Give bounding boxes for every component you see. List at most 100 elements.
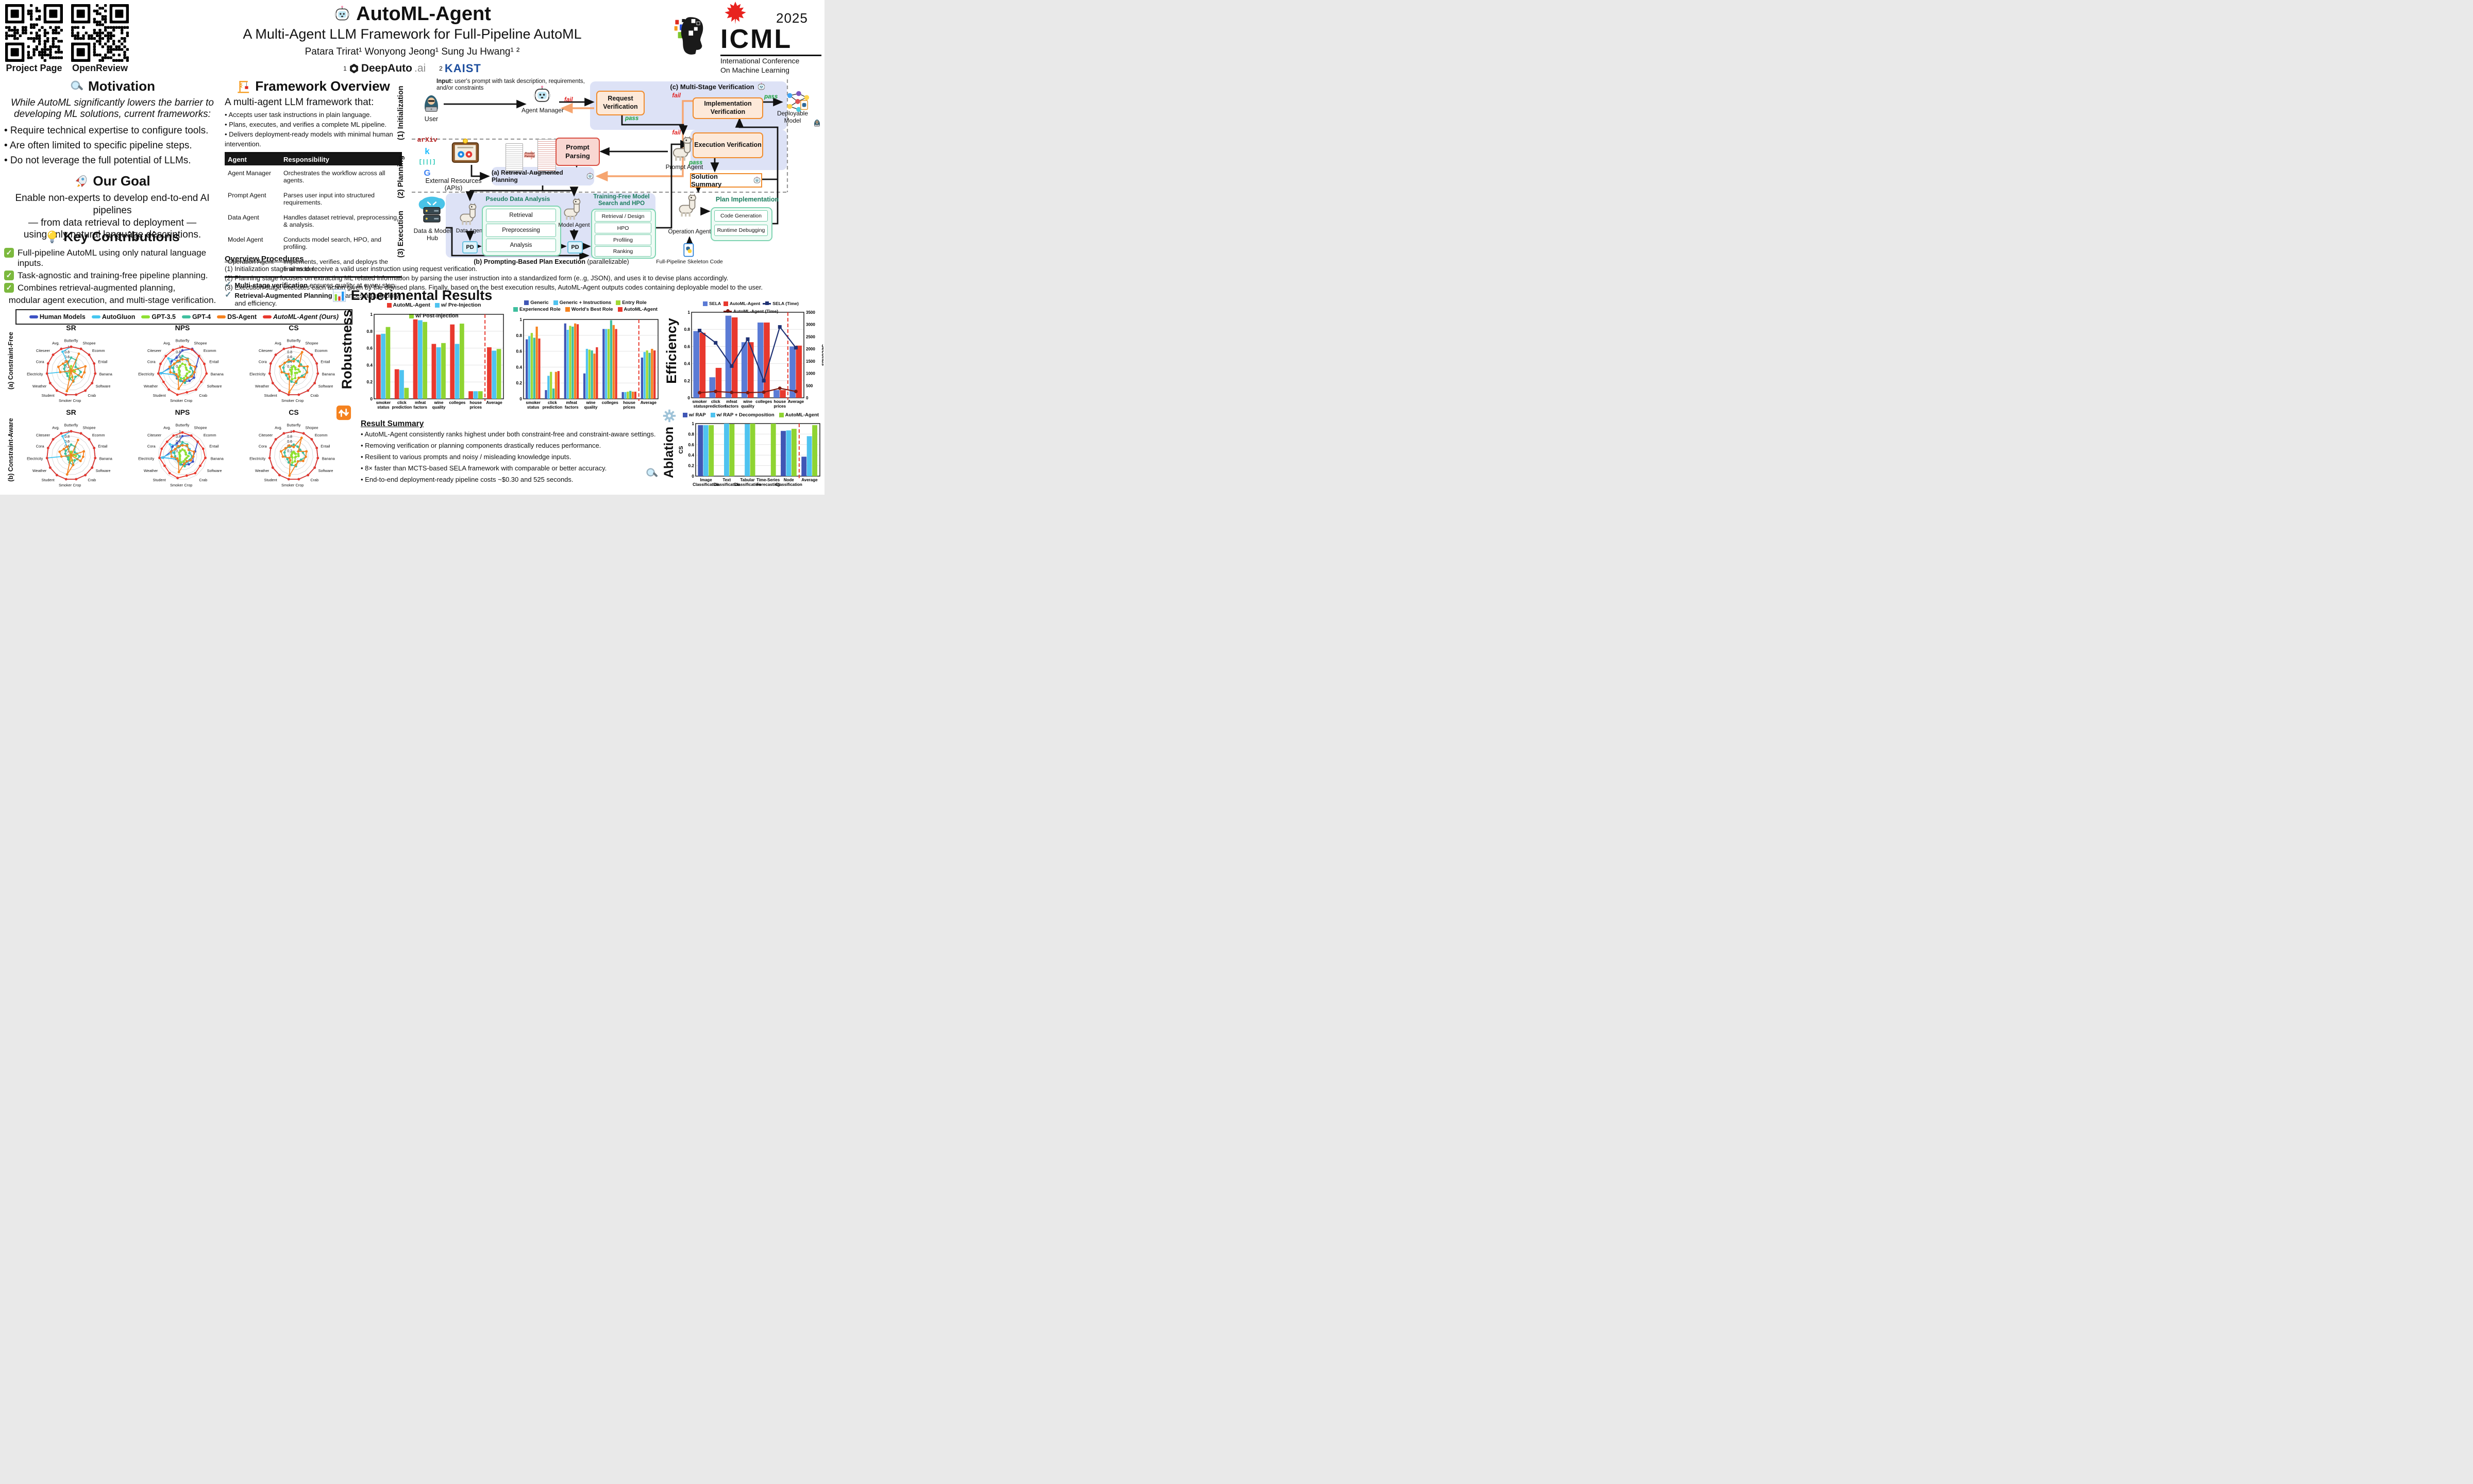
python-icon-svg	[683, 243, 694, 257]
fail-label-3: fail	[672, 130, 681, 136]
robot-icon-svg	[753, 176, 761, 183]
svg-text:Ecomm: Ecomm	[204, 433, 216, 437]
tfms-item-profiling: Profiling	[595, 234, 651, 245]
radar_sr_free-svg: 10.80.60.40.20ButterflyShopeeEcommEntail…	[27, 339, 113, 403]
svg-text:0.4: 0.4	[366, 362, 373, 367]
legend-label: Experienced Role	[519, 307, 561, 312]
radar-sr-aware-title: SR	[66, 408, 76, 416]
svg-text:0: 0	[68, 370, 70, 374]
legend-item: SELA (Time)	[763, 301, 799, 306]
svg-text:0: 0	[806, 396, 809, 400]
legend-label: AutoML-Agent	[393, 302, 430, 308]
svg-text:0.8: 0.8	[287, 435, 292, 439]
legend-item: GPT-4	[181, 313, 211, 321]
svg-text:Butterfly: Butterfly	[64, 423, 78, 428]
row-b-label: (b) Constraint-Aware	[7, 418, 14, 482]
affiliation-deepauto: 1 DeepAuto.ai	[343, 62, 426, 75]
project-page-qr-label: Project Page	[6, 63, 62, 73]
tfms-title: Training-Free Model Search and HPO	[593, 194, 650, 207]
svg-text:0.8: 0.8	[176, 350, 181, 354]
svg-text:Electricity: Electricity	[249, 457, 266, 461]
operation-agent-label: Operation Agent	[668, 229, 711, 235]
rap-robot-icon	[586, 172, 594, 180]
radar-chart-sr-constraint-free: 10.80.60.40.20ButterflyShopeeEcommEntail…	[16, 331, 126, 409]
svg-text:Software: Software	[318, 384, 333, 389]
svg-text:1000: 1000	[806, 372, 815, 376]
radar-chart-cs-constraint-aware: 10.80.60.40.20ButterflyShopeeEcommEntail…	[239, 415, 348, 494]
legend-item: AutoML-Agent	[779, 412, 819, 418]
pda-item-analysis: Analysis	[486, 239, 556, 252]
list-item: • Resilient to various prompts and noisy…	[361, 453, 571, 461]
llama-icon-svg	[679, 194, 696, 217]
svg-text:0.6: 0.6	[64, 356, 70, 359]
result-summary: Result Summary • AutoML-Agent consistent…	[361, 419, 670, 485]
svg-text:Citeseer: Citeseer	[36, 348, 51, 353]
magnifier-icon-svg	[646, 468, 658, 477]
list-item: • Do not leverage the full potential of …	[4, 155, 191, 166]
radar_cs_aware-svg: 10.80.60.40.20ButterflyShopeeEcommEntail…	[249, 423, 335, 488]
svg-text:Weather: Weather	[255, 384, 270, 389]
svg-text:Entail: Entail	[321, 359, 330, 364]
svg-text:Crab: Crab	[199, 478, 207, 482]
svg-text:Weather: Weather	[32, 468, 47, 473]
procedures-section: Overview Procedures (1) Initialization s…	[225, 255, 821, 291]
radar-sr-free-title: SR	[66, 324, 76, 332]
rocket-icon	[74, 174, 89, 189]
deployable-model-label: Deployable Model	[777, 110, 809, 124]
list-item: • Plans, executes, and verifies a comple…	[225, 120, 387, 128]
svg-text:Butterfly: Butterfly	[287, 423, 301, 428]
legend-label: AutoGluon	[102, 313, 136, 321]
legend-swatch	[513, 307, 518, 312]
legend-label: DS-Agent	[227, 313, 257, 321]
svg-text:0.8: 0.8	[516, 333, 522, 338]
svg-text:1: 1	[519, 317, 522, 322]
svg-text:Banana: Banana	[211, 372, 224, 377]
external-resources-label: External Resources (APIs)	[425, 177, 482, 192]
svg-text:0.8: 0.8	[684, 327, 690, 332]
knowledge-book-icon	[451, 137, 480, 166]
diagram-arrows	[412, 79, 788, 260]
contribution-item: ✓Full-pipeline AutoML using only natural…	[4, 248, 221, 268]
pda-item-retrieval: Retrieval	[486, 209, 556, 222]
robot-icon-svg	[334, 5, 350, 20]
tfms-item-ranking: Ranking	[595, 246, 651, 257]
legend-label: AutoML-Agent	[785, 412, 819, 418]
svg-text:Crop: Crop	[296, 483, 304, 487]
plan-item-code-generation: Code Generation	[714, 210, 768, 222]
poster: Project Page OpenReview AutoML-Agent A M…	[0, 0, 825, 495]
msv-title-text: (c) Multi-Stage Verification	[670, 83, 754, 91]
svg-text:1: 1	[370, 312, 373, 317]
row-a-label: (a) Constraint-Free	[7, 332, 14, 390]
svg-text:Crab: Crab	[88, 393, 96, 398]
agent-name-cell: Data Agent	[228, 213, 259, 221]
legend-item: AutoML-Agent (Ours)	[263, 313, 339, 321]
legend-item: AutoML-Agent	[617, 307, 658, 312]
svg-text:Banana: Banana	[99, 457, 113, 461]
svg-text:0.8: 0.8	[287, 350, 292, 354]
tfms-item-retrieval-design: Retrieval / Design	[595, 211, 651, 222]
input-label-bold: Input:	[436, 78, 453, 85]
mini-json-caption: JSON Response	[533, 171, 559, 175]
svg-text:0.6: 0.6	[287, 356, 292, 359]
svg-text:0.2: 0.2	[688, 463, 694, 468]
affiliation-kaist: 2 KAIST	[439, 62, 481, 75]
svg-text:2000: 2000	[806, 347, 815, 351]
contributions-heading: Key Contributions	[63, 229, 180, 244]
legend-swatch	[779, 413, 784, 417]
list-item: • Require technical expertise to configu…	[4, 125, 209, 136]
hub-icon-svg	[418, 196, 445, 223]
mini-instruction-caption: Instruction	[506, 171, 521, 175]
